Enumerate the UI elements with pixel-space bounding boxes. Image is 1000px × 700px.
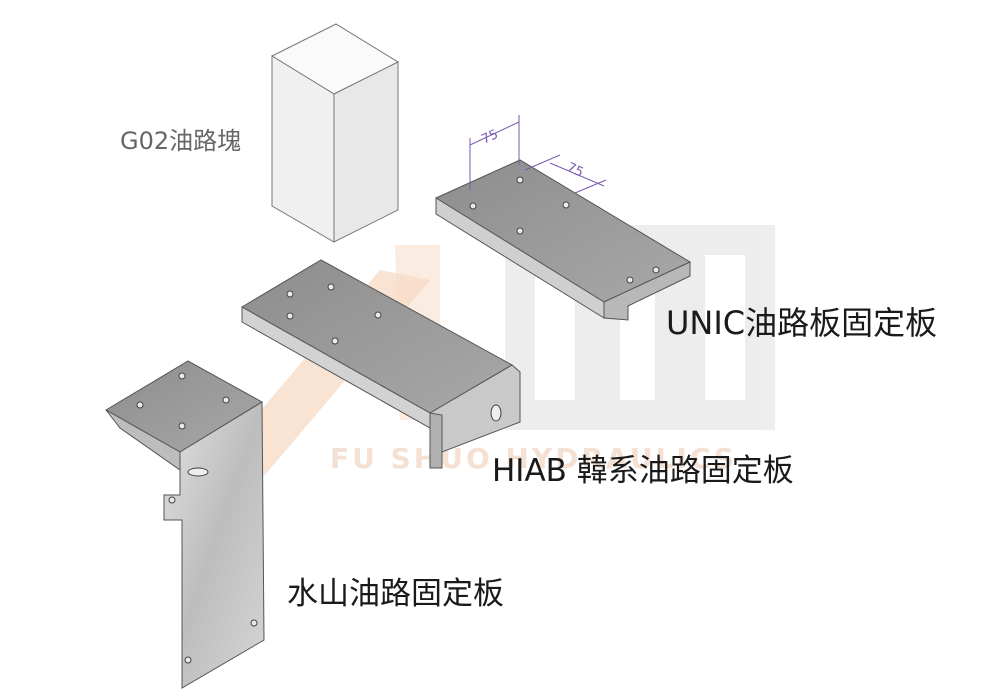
hiab-plate-label: HIAB 韓系油路固定板 (492, 453, 794, 489)
watermark-text: FU SHUO HYDRAULICS (330, 442, 737, 475)
watermark-letter-o (675, 225, 775, 430)
unic-hole (652, 266, 660, 274)
hiab-plate (241, 259, 521, 469)
unic-hole (516, 227, 524, 235)
unic-plate-label: UNIC油路板固定板 (666, 304, 938, 342)
shuishan-slot (187, 467, 209, 477)
hiab-slot (490, 404, 502, 422)
shuishan-bracket (105, 360, 265, 689)
shuishan-hole (168, 496, 176, 504)
hiab-hole (327, 283, 335, 291)
unic-hole (562, 201, 570, 209)
block-right-face (333, 61, 399, 243)
shuishan-hole (136, 401, 144, 409)
dimension-line (469, 121, 520, 146)
unic-hole (516, 176, 524, 184)
unic-hole (626, 276, 634, 284)
shuishan-hole (222, 396, 230, 404)
unic-plate: 75 75 (434, 115, 692, 321)
shuishan-hole (184, 656, 192, 664)
hiab-end-flange (429, 412, 443, 469)
dimension-line (524, 154, 561, 171)
dimension-label: 75 (564, 160, 585, 181)
unic-end-flange (603, 261, 691, 321)
hiab-hole (331, 337, 339, 345)
hiab-hole (286, 290, 294, 298)
shuishan-hole (250, 619, 258, 627)
hiab-hole (286, 312, 294, 320)
dimension-label: 75 (479, 127, 500, 148)
g02-block-label: G02油路塊 (120, 127, 242, 155)
g02-block (270, 23, 400, 243)
shuishan-plate-label: 水山油路固定板 (287, 576, 504, 612)
dimension-line (549, 162, 605, 187)
shuishan-hole (178, 372, 186, 380)
shuishan-hole (178, 422, 186, 430)
hiab-hole (374, 311, 382, 319)
unic-hole (469, 202, 477, 210)
dimension-line (574, 179, 607, 194)
